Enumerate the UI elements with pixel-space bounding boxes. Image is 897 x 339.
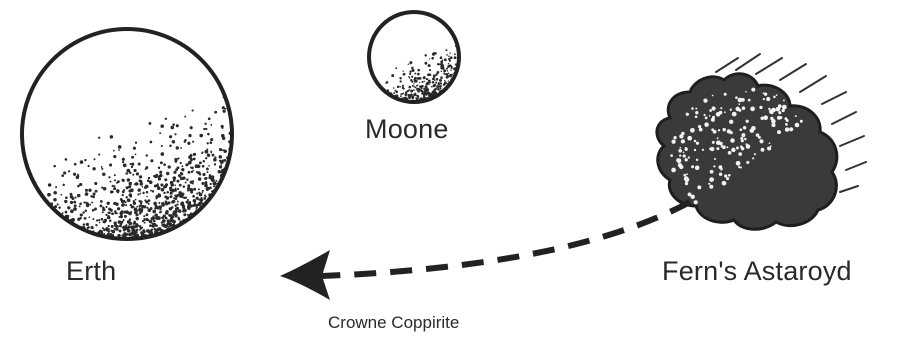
moon-label: Moone (365, 114, 449, 145)
copyright-label: Crowne Coppirite (328, 313, 459, 333)
earth-label: Erth (66, 256, 116, 287)
dashed-arrow-icon (280, 202, 690, 300)
asteroid-label: Fern's Astaroyd (662, 256, 852, 287)
earth-sphere-icon (22, 29, 233, 241)
moon-sphere-icon (369, 12, 460, 103)
